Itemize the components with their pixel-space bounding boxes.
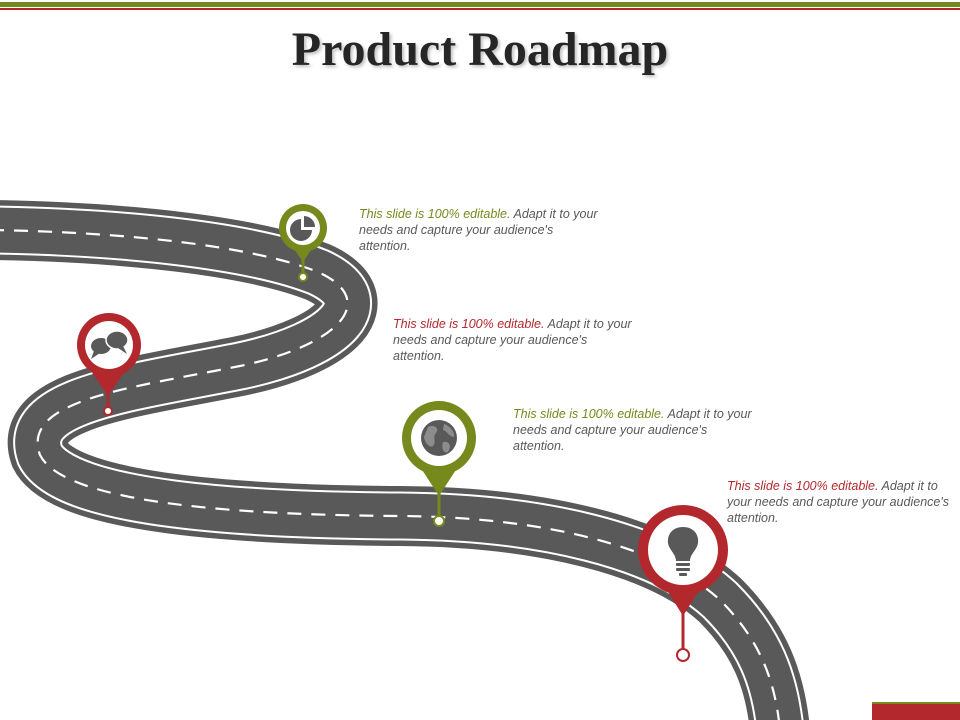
note-body: Adapt it to your needs and capture your … bbox=[393, 317, 632, 363]
pin-base bbox=[298, 272, 308, 282]
note-body: Adapt it to your needs and capture your … bbox=[513, 407, 752, 453]
note-highlight: This slide is 100% editable. bbox=[727, 479, 879, 493]
milestone-note-2: This slide is 100% editable. Adapt it to… bbox=[393, 316, 633, 364]
pin-base bbox=[103, 406, 113, 416]
pie-chart-icon bbox=[290, 216, 315, 241]
road bbox=[0, 200, 810, 720]
note-highlight: This slide is 100% editable. bbox=[359, 207, 511, 221]
note-body: Adapt it to your needs and capture your … bbox=[727, 479, 949, 525]
milestone-note-3: This slide is 100% editable. Adapt it to… bbox=[513, 406, 753, 454]
note-highlight: This slide is 100% editable. bbox=[513, 407, 665, 421]
corner-accent-line bbox=[872, 702, 960, 704]
milestone-pin-4[interactable] bbox=[638, 505, 728, 662]
top-accent-line bbox=[0, 8, 960, 10]
milestone-note-1: This slide is 100% editable. Adapt it to… bbox=[359, 206, 599, 254]
lightbulb-icon bbox=[667, 527, 699, 576]
page-title: Product Roadmap bbox=[291, 23, 669, 76]
top-accent-bar bbox=[0, 2, 960, 7]
globe-icon bbox=[421, 420, 457, 456]
milestone-pin-3[interactable] bbox=[402, 401, 476, 527]
road-center-dashes bbox=[0, 229, 780, 720]
pin-base bbox=[433, 515, 445, 527]
milestone-note-4: This slide is 100% editable. Adapt it to… bbox=[727, 478, 955, 526]
pin-base bbox=[676, 648, 690, 662]
corner-accent-block bbox=[872, 704, 960, 720]
road-inner-surface bbox=[0, 207, 802, 720]
milestone-pin-2[interactable] bbox=[77, 313, 141, 416]
note-body: Adapt it to your needs and capture your … bbox=[359, 207, 598, 253]
milestone-pin-1[interactable] bbox=[279, 204, 327, 282]
note-highlight: This slide is 100% editable. bbox=[393, 317, 545, 331]
chat-bubbles-icon bbox=[91, 330, 129, 359]
